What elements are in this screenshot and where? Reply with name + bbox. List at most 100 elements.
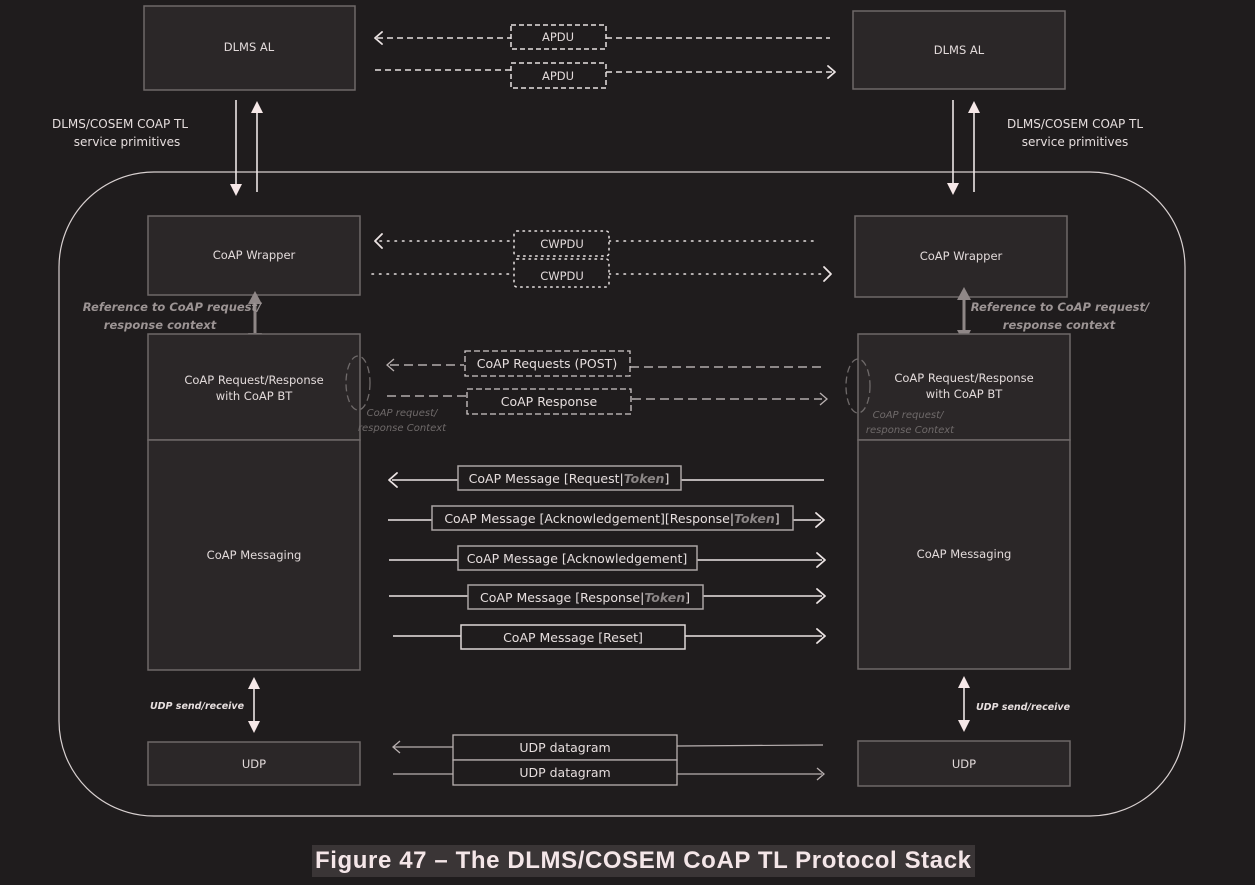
- udp-left-line-b: [676, 744, 824, 747]
- post-label: CoAP Requests (POST): [477, 356, 617, 371]
- right-reference-arrowhead-up: [957, 287, 971, 300]
- response-label: CoAP Response: [501, 394, 598, 409]
- left-coap-messaging-label: CoAP Messaging: [207, 548, 302, 562]
- message-0-prefix: CoAP Message [Request|: [469, 471, 624, 486]
- message-4-prefix: CoAP Message [Reset]: [503, 630, 643, 645]
- message-1-arrowhead: [815, 512, 825, 528]
- left-context-ellipse: [345, 355, 371, 411]
- message-0-box[interactable]: [457, 465, 682, 491]
- cwpdu-left-label: CWPDU: [540, 237, 584, 251]
- apdu-left-box[interactable]: [510, 24, 607, 50]
- left-context-line2: response Context: [358, 423, 447, 434]
- post-box[interactable]: [464, 350, 631, 377]
- right-dlms-al-box[interactable]: [852, 10, 1066, 90]
- left-reference-line2: response context: [104, 318, 217, 332]
- apdu-right-arrowhead: [827, 65, 836, 79]
- left-dlms-al-label: DLMS AL: [224, 40, 275, 54]
- message-1-box[interactable]: [431, 505, 794, 531]
- post-arrowhead: [386, 358, 395, 372]
- udp-datagram-right-box[interactable]: [452, 759, 678, 786]
- message-1-prefix: CoAP Message [Acknowledgement][Response|: [444, 511, 734, 526]
- message-3-box[interactable]: [467, 584, 704, 610]
- cwpdu-exchange: CWPDU CWPDU: [371, 230, 832, 288]
- cwpdu-left-box[interactable]: [513, 230, 610, 257]
- right-service-primitives-line2: service primitives: [1022, 135, 1128, 149]
- request-response-exchange: CoAP Requests (POST) CoAP Response: [386, 350, 828, 415]
- left-udp-arrowhead-up: [248, 677, 260, 689]
- message-3-label: CoAP Message [Response|Token]: [480, 590, 690, 605]
- apdu-left-arrowhead: [374, 31, 383, 45]
- left-primitive-up-arrowhead: [251, 101, 263, 113]
- cwpdu-right-arrowhead: [823, 266, 832, 282]
- message-2-prefix: CoAP Message [Acknowledgement]: [467, 551, 688, 566]
- message-0-token: Token: [624, 471, 665, 486]
- cwpdu-right-label: CWPDU: [540, 269, 584, 283]
- left-req-resp-line1: CoAP Request/Response: [184, 373, 323, 387]
- cwpdu-left-arrowhead: [374, 233, 383, 249]
- left-udp-box[interactable]: [147, 741, 361, 786]
- right-coap-messaging-box[interactable]: [857, 439, 1071, 670]
- udp-right-arrowhead: [816, 767, 825, 781]
- left-udp-label: UDP: [242, 757, 266, 771]
- apdu-right-label: APDU: [542, 69, 574, 83]
- left-req-resp-box[interactable]: [147, 333, 361, 441]
- right-req-resp-line1: CoAP Request/Response: [894, 371, 1033, 385]
- left-req-resp-line2: with CoAP BT: [216, 389, 293, 403]
- coap-messages: CoAP Message [Request|Token] CoAP Messag…: [388, 465, 826, 650]
- response-box[interactable]: [466, 388, 632, 415]
- right-req-resp-box[interactable]: [857, 333, 1071, 441]
- left-service-primitives-line1: DLMS/COSEM COAP TL: [52, 117, 188, 131]
- message-0-suffix: ]: [664, 471, 669, 486]
- message-4-label: CoAP Message [Reset]: [503, 630, 643, 645]
- right-primitive-up-arrowhead: [968, 101, 980, 113]
- message-1-token: Token: [734, 511, 775, 526]
- right-dlms-al-label: DLMS AL: [934, 43, 985, 57]
- message-3-token: Token: [644, 590, 685, 605]
- udp-datagram-left-label: UDP datagram: [519, 740, 610, 755]
- right-udp-arrowhead-down: [958, 720, 970, 732]
- udp-exchange: UDP datagram UDP datagram: [392, 734, 825, 786]
- coap-tl-container: [58, 171, 1186, 817]
- message-0-label: CoAP Message [Request|Token]: [469, 471, 670, 486]
- udp-datagram-right-label: UDP datagram: [519, 765, 610, 780]
- udp-left-arrowhead: [392, 740, 401, 754]
- message-1-label: CoAP Message [Acknowledgement][Response|…: [444, 511, 779, 526]
- right-reference-line1: Reference to CoAP request/: [971, 300, 1150, 314]
- right-udp-arrowhead-up: [958, 676, 970, 688]
- right-udp-label: UDP: [952, 757, 976, 771]
- left-coap-wrapper-label: CoAP Wrapper: [213, 248, 296, 262]
- left-udp-arrowhead-down: [248, 721, 260, 733]
- figure-caption: Figure 47 – The DLMS/COSEM CoAP TL Proto…: [312, 845, 975, 877]
- apdu-exchange: APDU APDU: [374, 24, 836, 89]
- left-service-primitives-line2: service primitives: [74, 135, 180, 149]
- message-4-arrowhead: [816, 628, 826, 644]
- left-coap-wrapper-box[interactable]: [147, 215, 361, 296]
- message-2-arrowhead: [816, 552, 826, 568]
- cwpdu-right-box[interactable]: [513, 258, 610, 288]
- message-3-arrowhead: [816, 588, 826, 604]
- right-context-line1: CoAP request/: [873, 410, 945, 421]
- right-reference-line2: response context: [1003, 318, 1116, 332]
- apdu-left-label: APDU: [542, 30, 574, 44]
- right-coap-wrapper-label: CoAP Wrapper: [920, 249, 1003, 263]
- message-1-suffix: ]: [775, 511, 780, 526]
- left-stack: DLMS AL DLMS/COSEM COAP TL service primi…: [52, 5, 447, 786]
- apdu-right-box[interactable]: [510, 62, 607, 89]
- message-2-box[interactable]: [457, 545, 698, 571]
- message-0-arrowhead: [388, 472, 398, 488]
- left-coap-messaging-box[interactable]: [147, 439, 361, 671]
- message-3-suffix: ]: [685, 590, 690, 605]
- right-context-ellipse: [845, 358, 871, 414]
- message-4-box[interactable]: [460, 624, 686, 650]
- right-context-line2: response Context: [866, 425, 955, 436]
- left-dlms-al-box[interactable]: [143, 5, 356, 91]
- left-reference-arrowhead-up: [248, 291, 262, 304]
- right-primitive-down-arrowhead: [947, 183, 959, 195]
- right-udp-send-receive-label: UDP send/receive: [976, 702, 1071, 713]
- right-udp-box[interactable]: [857, 740, 1071, 787]
- right-coap-wrapper-box[interactable]: [854, 215, 1068, 298]
- right-service-primitives-line1: DLMS/COSEM COAP TL: [1007, 117, 1143, 131]
- message-3-prefix: CoAP Message [Response|: [480, 590, 644, 605]
- left-udp-send-receive-label: UDP send/receive: [150, 701, 245, 712]
